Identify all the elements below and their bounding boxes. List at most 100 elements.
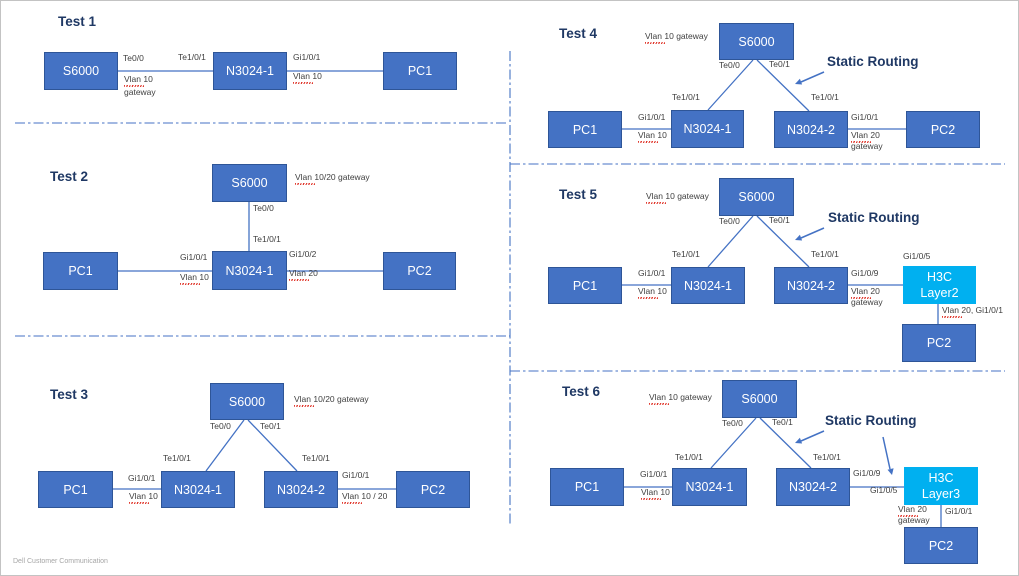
test5-arrow-head	[795, 234, 803, 241]
test3-node-pc1: PC1	[38, 471, 113, 508]
test6-static-routing: Static Routing	[825, 413, 917, 428]
test4-static-routing: Static Routing	[827, 54, 919, 69]
test3-node-pc2: PC2	[396, 471, 470, 508]
test4-label-te0-1: Te0/1	[769, 59, 790, 69]
test1-node-s6000: S6000	[44, 52, 118, 90]
test5-label-te0-1: Te0/1	[769, 215, 790, 225]
test4-arrow-shaft	[800, 71, 825, 83]
test5-label-n2-uplink: Te1/0/1	[811, 249, 839, 259]
test1-label-vlan10: Vlan 10	[124, 74, 153, 87]
test4-node-n3024-2: N3024-2	[774, 111, 848, 148]
test2-label-vlan20: Vlan 20	[289, 268, 318, 281]
test4-label-gateway-note: Vlan 10 gateway	[645, 31, 708, 44]
test5-node-h3c-layer2: H3C Layer2	[903, 266, 976, 304]
test6-label-pc2-port: Gi1/0/1	[945, 506, 973, 516]
test4-title: Test 4	[559, 26, 598, 41]
test5-node-n3024-1: N3024-1	[671, 267, 745, 304]
test6-arrow2-shaft	[882, 436, 891, 470]
test6-label-gateway: gateway	[898, 515, 930, 525]
test1-label-te1-0-1: Te1/0/1	[178, 52, 206, 62]
test5-node-s6000: S6000	[719, 178, 794, 216]
test2-node-n3024-1: N3024-1	[212, 251, 287, 290]
test5-node-n3024-2: N3024-2	[774, 267, 848, 304]
test3-node-s6000: S6000	[210, 383, 284, 420]
h3c-name: H3C	[926, 269, 952, 284]
test3-label-gi1-0-1: Gi1/0/1	[128, 473, 156, 483]
test6-arrow1-head	[795, 437, 803, 444]
test4-label-gi1-0-1: Gi1/0/1	[638, 112, 666, 122]
test6-label-te0-0: Te0/0	[722, 418, 743, 428]
test2-label-gateway-note: Vlan 10/20 gateway	[295, 172, 370, 185]
test6-node-s6000: S6000	[722, 380, 797, 418]
test3-node-n3024-2: N3024-2	[264, 471, 338, 508]
test5-label-vlan10: Vlan 10	[638, 286, 667, 299]
test3-label-pc2-port: Gi1/0/1	[342, 470, 370, 480]
test5-label-vlan20: Vlan 20	[851, 286, 880, 299]
test1-node-pc1: PC1	[383, 52, 457, 90]
test6-label-n2-uplink: Te1/0/1	[813, 452, 841, 462]
test3-label-te0-1: Te0/1	[260, 421, 281, 431]
test6-title: Test 6	[562, 384, 601, 399]
test4-label-te0-0: Te0/0	[719, 60, 740, 70]
test6-arrow1-shaft	[800, 430, 825, 442]
test4-label-gateway: gateway	[851, 141, 883, 151]
test3-label-n1-uplink: Te1/0/1	[163, 453, 191, 463]
test5-label-gateway: gateway	[851, 297, 883, 307]
test5-label-gi1-0-9: Gi1/0/9	[851, 268, 879, 278]
test4-label-n2-uplink: Te1/0/1	[811, 92, 839, 102]
test6-label-gateway-note: Vlan 10 gateway	[649, 392, 712, 405]
test1-label-gateway: gateway	[124, 87, 156, 97]
test5-label-pc2-link: Vlan 20, Gi1/0/1	[942, 305, 1003, 318]
test5-node-pc2: PC2	[902, 324, 976, 362]
test2-title: Test 2	[50, 169, 89, 184]
test6-label-te0-1: Te0/1	[772, 417, 793, 427]
test3-label-n2-uplink: Te1/0/1	[302, 453, 330, 463]
test6-label-vlan10: Vlan 10	[641, 487, 670, 500]
test4-arrow-head	[795, 78, 803, 85]
test1-label-te0-0: Te0/0	[123, 53, 144, 63]
test1-label-gi1-0-1: Gi1/0/1	[293, 52, 321, 62]
test3-node-n3024-1: N3024-1	[161, 471, 235, 508]
test2-label-gi1-0-2: Gi1/0/2	[289, 249, 317, 259]
test6-node-n3024-1: N3024-1	[672, 468, 747, 506]
h3c-layer: Layer3	[921, 487, 961, 501]
test1-node-n3024-1: N3024-1	[213, 52, 287, 90]
test3-label-te0-0: Te0/0	[210, 421, 231, 431]
test4-node-n3024-1: N3024-1	[671, 110, 744, 148]
test1-label-pc1-vlan: Vlan 10	[293, 71, 322, 84]
test6-label-n1-uplink: Te1/0/1	[675, 452, 703, 462]
test6-label-vlan20: Vlan 20	[898, 504, 927, 517]
test2-label-te1-0-1: Te1/0/1	[253, 234, 281, 244]
test3-label-vlan10: Vlan 10	[129, 491, 158, 504]
test6-node-pc2: PC2	[904, 527, 978, 564]
test2-label-gi1-0-1: Gi1/0/1	[180, 252, 208, 262]
footer-classification: Dell Customer Communication	[13, 558, 108, 565]
h3c-layer: Layer2	[920, 286, 959, 300]
test2-node-s6000: S6000	[212, 164, 287, 202]
test2-label-te0-0: Te0/0	[253, 203, 274, 213]
test6-arrow2-head	[887, 468, 894, 475]
test6-node-h3c-layer3: H3C Layer3	[904, 467, 978, 505]
test5-node-pc1: PC1	[548, 267, 622, 304]
test4-label-pc2-port: Gi1/0/1	[851, 112, 879, 122]
test5-label-n1-uplink: Te1/0/1	[672, 249, 700, 259]
test6-node-n3024-2: N3024-2	[776, 468, 850, 506]
test4-label-n1-uplink: Te1/0/1	[672, 92, 700, 102]
test6-label-gi1-0-1: Gi1/0/1	[640, 469, 668, 479]
h3c-name: H3C	[928, 470, 954, 485]
test1-title: Test 1	[58, 14, 97, 29]
test4-label-vlan10: Vlan 10	[638, 130, 667, 143]
test4-node-pc1: PC1	[548, 111, 622, 148]
test5-label-gi1-0-5: Gi1/0/5	[903, 251, 931, 261]
test4-node-s6000: S6000	[719, 23, 794, 60]
test5-label-gi1-0-1: Gi1/0/1	[638, 268, 666, 278]
test6-node-pc1: PC1	[550, 468, 624, 506]
test2-node-pc1: PC1	[43, 252, 118, 290]
test4-node-pc2: PC2	[906, 111, 980, 148]
test5-label-te0-0: Te0/0	[719, 216, 740, 226]
test6-label-gi1-0-9: Gi1/0/9	[853, 468, 881, 478]
test5-label-gateway-note: Vlan 10 gateway	[646, 191, 709, 204]
test3-label-gateway-note: Vlan 10/20 gateway	[294, 394, 369, 407]
test6-label-gi1-0-5: Gi1/0/5	[870, 485, 898, 495]
